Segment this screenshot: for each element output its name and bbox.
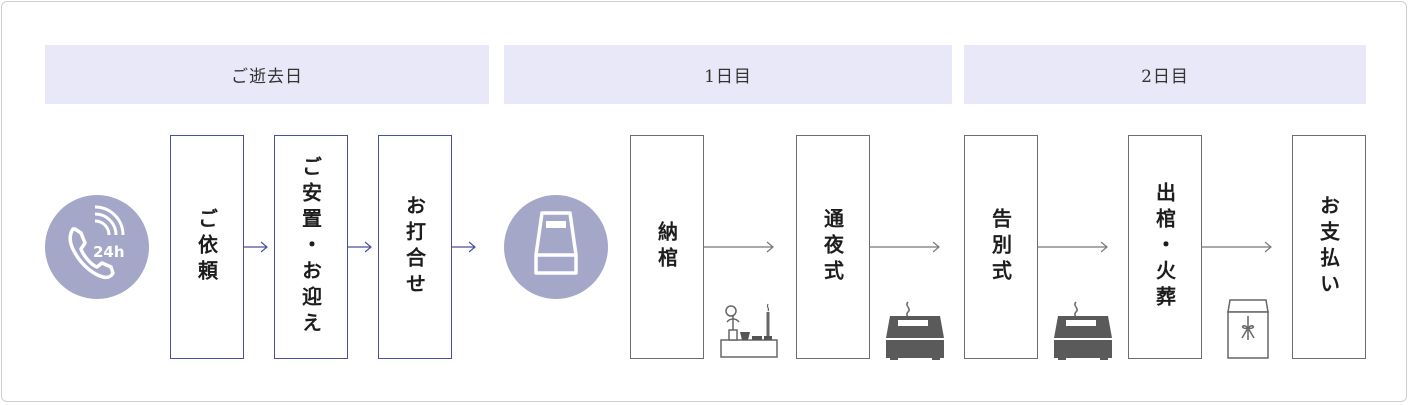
step-cremation: 出棺・火葬	[1128, 135, 1202, 359]
step-wake: 通夜式	[796, 135, 870, 359]
altar-icon	[720, 303, 778, 358]
coffin-glyph-icon	[534, 211, 578, 275]
arrow-right-icon	[1038, 241, 1108, 253]
arrow-right-icon	[870, 241, 940, 253]
step-payment: お支払い	[1292, 135, 1366, 359]
phase-day1-header: 1日目	[504, 45, 952, 104]
step-meeting: お打合せ	[378, 135, 452, 359]
arrow-right-icon	[244, 241, 268, 253]
step-funeral-label: 告別式	[988, 208, 1013, 286]
offering-bag-icon	[1227, 299, 1269, 359]
phone-glyph-icon: 24h	[68, 205, 125, 280]
step-funeral: 告別式	[964, 135, 1038, 359]
phase-day2-label: 2日目	[1141, 67, 1189, 87]
phase-day1-label: 1日目	[704, 67, 752, 87]
step-wake-label: 通夜式	[820, 208, 845, 286]
incense-burner-icon	[886, 301, 944, 360]
step-cremation-label: 出棺・火葬	[1152, 182, 1177, 312]
badge-24h: 24h	[93, 243, 125, 261]
phone-24h-icon: 24h	[45, 195, 149, 299]
arrow-right-icon	[1202, 241, 1272, 253]
arrow-right-icon	[452, 241, 476, 253]
step-request: ご依頼	[170, 135, 244, 359]
step-payment-label: お支払い	[1316, 195, 1341, 299]
step-encoffin-label: 納棺	[654, 221, 679, 273]
incense-burner-icon	[1054, 301, 1112, 360]
phase-day0-label: ご逝去日	[231, 67, 303, 87]
phase-day2-header: 2日目	[964, 45, 1366, 104]
arrow-right-icon	[348, 241, 372, 253]
coffin-icon	[504, 195, 608, 299]
step-request-label: ご依頼	[194, 208, 219, 286]
step-meeting-label: お打合せ	[402, 195, 427, 299]
step-transport-label: ご安置・お迎え	[298, 156, 323, 338]
arrow-right-icon	[704, 241, 774, 253]
step-transport: ご安置・お迎え	[274, 135, 348, 359]
step-encoffin: 納棺	[630, 135, 704, 359]
phase-day0-header: ご逝去日	[45, 45, 489, 104]
